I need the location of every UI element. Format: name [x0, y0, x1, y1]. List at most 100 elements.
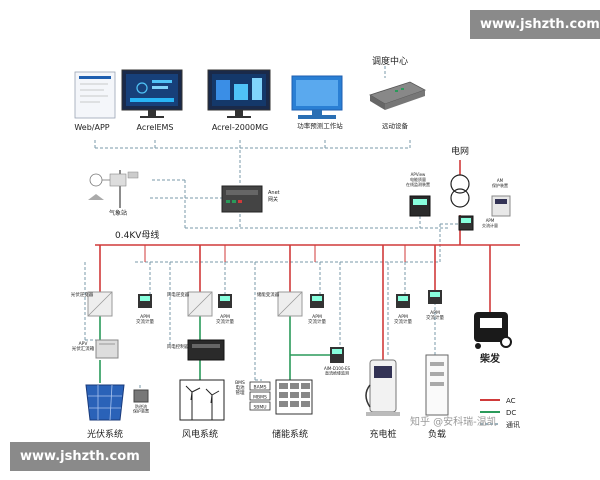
grid-meter-label-line: 交流计量	[482, 222, 498, 228]
wind-ctrl-label-line: 风电控制器	[167, 343, 190, 350]
acrel-ems-label: AcrelEMS	[136, 123, 173, 132]
charger-meter	[396, 294, 410, 308]
pv-inv-label-line: 光伏逆变器	[71, 291, 94, 298]
acrel-ems-monitor	[121, 69, 183, 118]
grid-label: 电网	[451, 145, 469, 157]
storage-bms-label-line: BMS	[235, 380, 245, 386]
wind-inverter	[187, 291, 213, 317]
gateway-label-line1: Anet	[268, 190, 280, 196]
load-meter-label-line: APM	[430, 310, 440, 316]
storage-meter-label-line: 交流计量	[308, 318, 326, 325]
pv-meter-label-line: 交流计量	[136, 318, 154, 325]
grid-relay-label-line: APView	[411, 172, 426, 177]
charger-title: 充电桩	[369, 428, 396, 440]
bms-cells	[249, 381, 271, 411]
wind-inverter-label: 风电逆变器	[167, 291, 190, 298]
ac-lines	[95, 160, 520, 360]
dc-insulation-monitor	[330, 347, 344, 363]
diesel-title: 柴发	[479, 352, 501, 365]
legend-ac-label: AC	[506, 397, 516, 405]
grid-meter-label-line: APM	[486, 218, 495, 223]
transformer-icon	[450, 174, 470, 208]
legend-dc-label: DC	[506, 409, 516, 417]
wind-meter-label-line: 交流计量	[216, 318, 234, 325]
bus-label: 0.4KV母线	[115, 229, 159, 241]
load-cabinet	[425, 354, 449, 416]
pv-combiner-box	[95, 339, 119, 359]
pv-combiner-label-line: APV	[79, 341, 89, 347]
grid-relay-label-line: 在线监测装置	[406, 181, 430, 187]
pv-anti-label-line: 防逆流	[135, 403, 147, 409]
storage-dc-label-line: AIM-D100-ES	[324, 366, 350, 371]
storage-pcs-label: 储能变流器	[257, 291, 280, 298]
charging-pile	[365, 359, 400, 416]
acrel-2000mg-monitor	[207, 69, 271, 118]
weather-station-label: 气象站	[109, 209, 127, 217]
storage-meter	[310, 294, 324, 308]
load-meter	[428, 290, 442, 304]
solar-panel	[85, 384, 125, 421]
web-app-label: Web/APP	[74, 123, 109, 132]
pv-combiner-label-line: 光伏汇流箱	[72, 345, 95, 352]
gateway-label-line2: 网关	[268, 196, 278, 203]
storage-dc-label-line: 直流绝缘监测	[325, 370, 349, 376]
storage-pcs-label-line: 储能变流器	[257, 291, 280, 298]
legend-comm-label: 通讯	[506, 420, 520, 429]
grid-protect-device	[491, 195, 511, 217]
bms-cell-bams: BAMS	[254, 385, 267, 391]
workstation-computer	[291, 75, 343, 119]
dispatch-center-label: 调度中心	[372, 55, 408, 67]
grid-relay-label-line: 电能质量	[410, 176, 426, 182]
grid-protect-label-line: AM	[497, 178, 504, 183]
storage-bms-label-line: 电池	[236, 384, 245, 391]
pv-anti-label: 防逆流保护装置	[133, 403, 149, 414]
storage-pcs	[277, 291, 303, 317]
storage-meter-label-line: APM	[312, 314, 322, 320]
communication-lines	[84, 66, 468, 395]
grid-protect-label-line: 保护装置	[492, 182, 508, 188]
power-quality-device	[409, 195, 431, 217]
wind-meter-label-line: APM	[220, 314, 230, 320]
watermark-bottom: www.jshzth.com	[10, 442, 150, 471]
remote-device	[369, 81, 426, 110]
web-app-device	[74, 71, 116, 119]
pv-inverter	[87, 291, 113, 317]
wind-meter	[218, 294, 232, 308]
storage-system-title: 储能系统	[272, 428, 308, 440]
battery-racks	[275, 379, 313, 415]
pv-meter	[138, 294, 152, 308]
acrel-2000mg-label: Acrel-2000MG	[212, 123, 268, 132]
remote-device-label: 远动设备	[382, 121, 409, 130]
dc-lines	[99, 316, 330, 383]
anti-backflow-device	[133, 389, 149, 403]
pv-meter-label-line: APM	[140, 314, 150, 320]
wind-controller-label: 风电控制器	[167, 343, 190, 350]
load-meter-label-line: 交流计量	[426, 314, 444, 321]
wind-system-title: 风电系统	[182, 428, 218, 440]
pv-inverter-label: 光伏逆变器	[71, 291, 94, 298]
wind-controller	[187, 339, 225, 361]
weather-station	[88, 170, 139, 208]
grid-meter	[458, 215, 474, 231]
pv-system-title: 光伏系统	[87, 428, 123, 440]
zhihu-watermark: 知乎 @安科瑞-温凯	[410, 415, 497, 428]
pv-anti-label-line: 保护装置	[133, 408, 149, 414]
charger-meter-label-line: 交流计量	[394, 318, 412, 325]
workstation-label: 功率预测工作站	[297, 121, 343, 130]
storage-bms-label-line: 管理	[236, 389, 245, 396]
diesel-generator-icon	[474, 312, 512, 349]
charger-meter-label-line: APM	[398, 314, 408, 320]
gateway-device	[221, 185, 263, 213]
